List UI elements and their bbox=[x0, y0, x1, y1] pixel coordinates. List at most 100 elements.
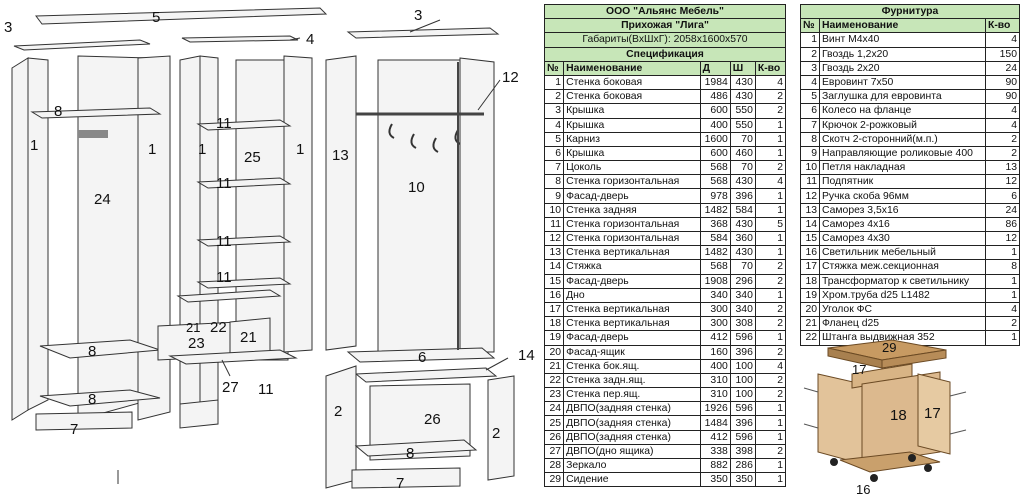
spec-cell-n: 1 bbox=[543, 74, 565, 91]
spec-cell-n: 26 bbox=[543, 429, 565, 445]
hw-cell-name: Светильник мебельный bbox=[819, 245, 986, 261]
hw-cell-q: 13 bbox=[985, 160, 1020, 176]
spec-cell-q: 1 bbox=[754, 188, 787, 204]
spec-cell-n: 15 bbox=[543, 273, 565, 289]
spec-cell-name: Карниз bbox=[563, 131, 701, 147]
hw-cell-name: Скотч 2-сторонний(м.п.) bbox=[819, 131, 986, 147]
spec-cell-n: 7 bbox=[543, 160, 565, 176]
label-part-8: 8 bbox=[88, 343, 96, 360]
spec-cell-d: 412 bbox=[699, 429, 731, 445]
wheel-icon bbox=[830, 458, 838, 466]
hw-cell-q: 1 bbox=[985, 245, 1020, 261]
spec-cell-w: 430 bbox=[729, 74, 756, 91]
spec-cell-n: 4 bbox=[543, 117, 565, 133]
company-name: ООО "Альянс Мебель" bbox=[544, 3, 786, 20]
part-shelf-8-bottom bbox=[39, 389, 161, 407]
spec-cell-name: Фасад-дверь bbox=[563, 273, 701, 289]
spec-cell-q: 1 bbox=[754, 245, 787, 261]
hw-cell-q: 6 bbox=[985, 188, 1020, 204]
spec-cell-q: 2 bbox=[754, 387, 787, 403]
spec-cell-d: 600 bbox=[699, 145, 731, 162]
hw-cell-name: Уголок ФС bbox=[819, 301, 986, 318]
spec-cell-q: 2 bbox=[754, 372, 787, 389]
spec-cell-name: Крышка bbox=[563, 145, 701, 162]
spec-cell-name: Фасад-ящик bbox=[563, 344, 701, 360]
hw-cell-q: 1 bbox=[985, 273, 1020, 289]
part-plinth-mid bbox=[179, 399, 219, 429]
spec-cell-n: 5 bbox=[543, 131, 565, 147]
hw-cell-n: 2 bbox=[800, 46, 820, 62]
hw-cell-q: 12 bbox=[985, 230, 1020, 247]
assembly-drawing: 5 3 4 3 12 8 1 1 24 8 8 7 11 11 11 11 1 … bbox=[4, 7, 535, 492]
hw-cell-name: Хром.труба d25 L1482 bbox=[819, 287, 986, 303]
spec-cell-w: 430 bbox=[729, 245, 756, 261]
spec-cell-d: 338 bbox=[699, 443, 731, 460]
spec-column-headers: № Наименование Д Ш К-во bbox=[543, 60, 787, 76]
label-part-5: 5 bbox=[152, 9, 160, 26]
spec-cell-name: Дно bbox=[563, 287, 701, 303]
part-plinth-7b bbox=[351, 467, 461, 489]
hw-column-headers: № Наименование К-во bbox=[800, 18, 1020, 34]
spec-cell-n: 16 bbox=[543, 287, 565, 303]
spec-cell-name: Стенка вертикальная bbox=[563, 301, 701, 318]
spec-cell-d: 300 bbox=[699, 301, 731, 318]
part-side-1c bbox=[179, 55, 201, 425]
spec-cell-n: 17 bbox=[543, 301, 565, 318]
hw-title-row: Фурнитура bbox=[800, 3, 1020, 20]
spec-cell-d: 1600 bbox=[699, 131, 731, 147]
hw-cell-q: 24 bbox=[985, 60, 1020, 76]
label-part-25: 25 bbox=[244, 149, 261, 166]
spec-cell-w: 460 bbox=[729, 145, 756, 162]
spec-cell-name: Стенка боковая bbox=[563, 89, 701, 105]
leader-line bbox=[477, 79, 501, 111]
spec-cell-name: Стенка вертикальная bbox=[563, 316, 701, 332]
part-drawer-bottom-27 bbox=[168, 349, 298, 365]
part-side-2b bbox=[487, 375, 515, 481]
part-side-1d bbox=[283, 55, 313, 353]
box-lid-edge2 bbox=[881, 349, 947, 369]
spec-cell-q: 1 bbox=[754, 429, 787, 445]
box-label-17: 17 bbox=[852, 362, 866, 377]
spec-cell-w: 100 bbox=[729, 372, 756, 389]
hw-cell-n: 3 bbox=[800, 60, 820, 76]
spec-section-row: Спецификация bbox=[544, 46, 786, 62]
screw-icon bbox=[949, 429, 967, 435]
spec-cell-name: Стенка горизонтальная bbox=[563, 216, 701, 233]
spec-cell-w: 584 bbox=[729, 202, 756, 218]
hw-cell-name: Стяжка меж.секционная bbox=[819, 259, 986, 275]
part-lid-left bbox=[13, 39, 151, 51]
hw-cell-q: 4 bbox=[985, 32, 1020, 48]
part-lid-right bbox=[346, 27, 500, 39]
part-tie-14 bbox=[354, 367, 498, 383]
part-shelf-8-hall bbox=[354, 439, 478, 457]
box-label-18: 18 bbox=[890, 407, 907, 424]
spec-cell-name: Стенка вертикальная bbox=[563, 245, 701, 261]
spec-cell-q: 1 bbox=[754, 415, 787, 431]
spec-cell-name: Стенка горизонтальная bbox=[563, 230, 701, 247]
label-part-1: 1 bbox=[148, 141, 156, 158]
spec-cell-n: 18 bbox=[543, 316, 565, 332]
part-shelf-11d bbox=[196, 277, 292, 289]
spec-cell-name: ДВПО(дно ящика) bbox=[563, 443, 701, 460]
spec-cell-q: 2 bbox=[754, 273, 787, 289]
part-back-25 bbox=[235, 59, 289, 361]
spec-cell-w: 396 bbox=[729, 344, 756, 360]
